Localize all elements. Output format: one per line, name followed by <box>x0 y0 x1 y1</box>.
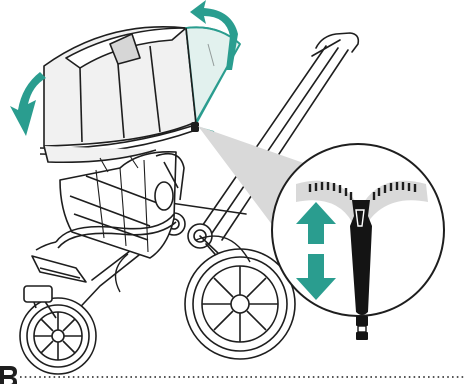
canopy <box>40 27 198 172</box>
step-number-glyph <box>0 366 17 384</box>
rear-wheel <box>185 249 295 359</box>
front-wheel <box>20 286 96 374</box>
canopy-fold-down-arrow <box>10 72 46 136</box>
zip-puller-icon <box>350 200 372 340</box>
